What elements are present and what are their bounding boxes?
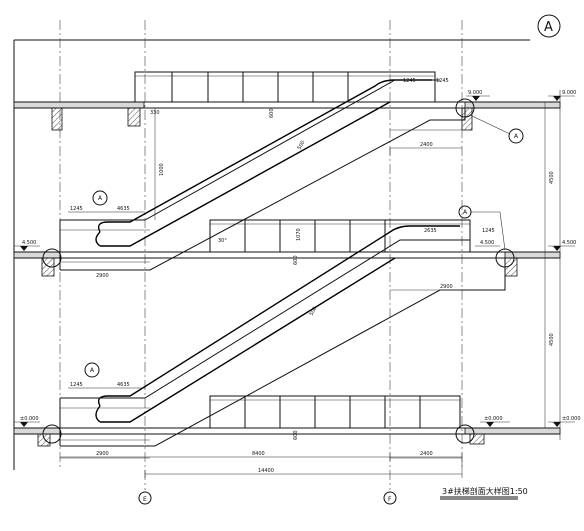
sheet-mark-label: A (544, 20, 553, 35)
balustrade-upper (134, 71, 436, 103)
dim-4500-upper: 4500 (549, 171, 555, 184)
dim-8400: 8400 (252, 451, 265, 457)
drawing-title: 3#扶梯剖面大样图1:50 (442, 486, 528, 496)
escalator-lower (59, 225, 506, 459)
elevation-top-inner: 9.000 (468, 90, 482, 96)
dim-2900-mid: 2900 (96, 273, 109, 279)
dim-4500-lower: 4500 (549, 333, 555, 346)
dim-1070: 1070 (296, 228, 302, 241)
dim-600-mid: 600 (293, 255, 299, 265)
callout-low-left: A (90, 367, 95, 374)
dim-1245-right: 1245 (482, 228, 495, 234)
elevation-bottom: ±0.000 (562, 416, 581, 422)
dim-30-deg: 30° (218, 238, 227, 244)
dim-500-upper: 500 (297, 140, 307, 151)
elevation-middle-left: 4.500 (22, 240, 36, 246)
dim-1245-top-b: 1245 (436, 78, 449, 84)
dim-2400-upper: 2400 (420, 142, 433, 148)
dim-1245-top: 1245 (403, 78, 416, 84)
axis-centerlines (59, 20, 463, 490)
beams (37, 107, 518, 447)
escalator-upper (59, 79, 466, 271)
axis-bubble-left (138, 491, 152, 505)
callout-upper: A (514, 133, 519, 140)
dim-4635-mid: 4635 (117, 206, 130, 212)
elevation-top: 9.000 (562, 90, 576, 96)
dim-600-low: 600 (293, 430, 299, 440)
dim-1245-low: 1245 (70, 382, 83, 388)
dim-500-lower: 500 (309, 306, 319, 317)
floor-slabs (13, 101, 561, 435)
dimension-lines (14, 95, 575, 478)
elevation-bottom-inner: ±0.000 (484, 416, 503, 422)
callout-mid-left: A (98, 195, 103, 202)
elevation-middle: 4.500 (562, 240, 576, 246)
dim-4635-low: 4635 (117, 382, 130, 388)
sheet-mark (537, 14, 561, 38)
axis-bubble-right (383, 491, 397, 505)
axis-label-right: F (388, 496, 392, 503)
dim-600-top: 600 (269, 108, 275, 118)
callout-mid-right: A (463, 209, 468, 216)
balustrade-lower (209, 395, 461, 429)
elevation-bottom-left: ±0.000 (20, 416, 39, 422)
dim-330: 330 (150, 110, 160, 116)
elevation-middle-inner: 4.500 (480, 240, 494, 246)
dim-2400-low: 2400 (420, 451, 433, 457)
detail-circles (42, 98, 524, 444)
dim-14400: 14400 (258, 468, 274, 474)
dim-2900-low: 2900 (96, 451, 109, 457)
dim-2635: 2635 (424, 228, 437, 234)
dim-1245-mid: 1245 (70, 206, 83, 212)
dim-2900-right: 2900 (440, 284, 453, 290)
axis-label-left: E (143, 496, 147, 503)
balustrade-middle (209, 219, 471, 253)
dim-1000: 1000 (159, 163, 165, 176)
